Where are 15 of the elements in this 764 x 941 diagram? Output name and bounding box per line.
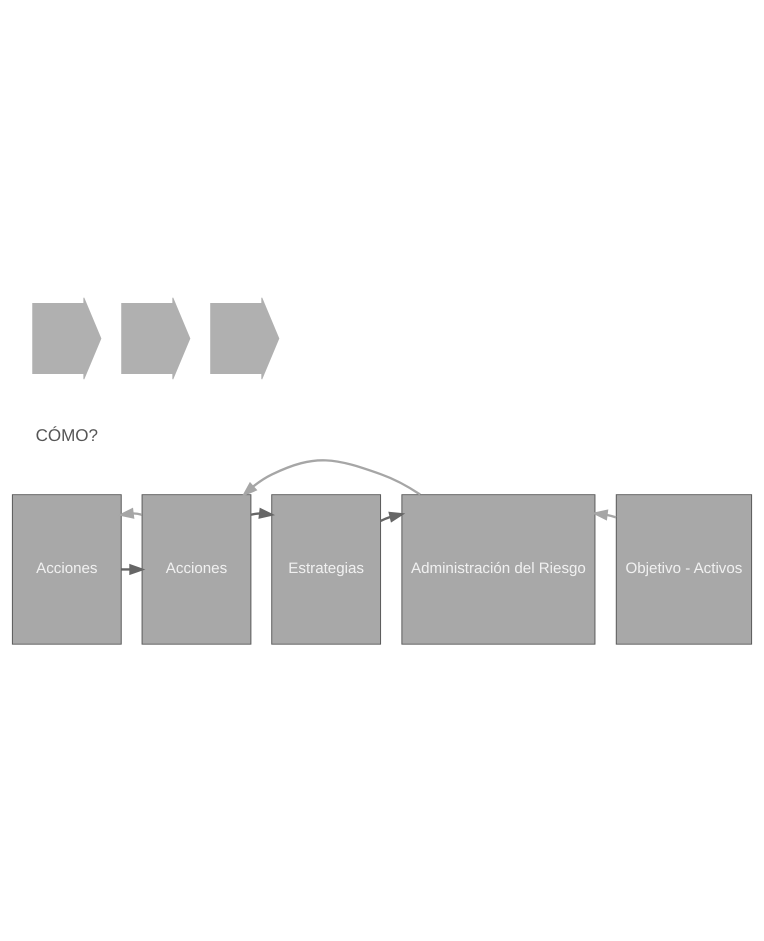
node-box: Objetivo - Activos (616, 494, 752, 644)
node-box: Acciones (12, 494, 122, 644)
arrow (380, 511, 406, 522)
node-arrow (210, 296, 280, 380)
node-arrow (121, 296, 190, 380)
arrow (118, 507, 142, 518)
arrow (250, 507, 276, 518)
arrow (121, 563, 146, 575)
node-box: Acciones (142, 494, 252, 644)
node-arrow (32, 296, 102, 380)
node-box: Estrategias (271, 494, 382, 644)
arrow (242, 458, 421, 496)
node-box: Administración del Riesgo (401, 494, 596, 644)
label: CÓMO? (36, 426, 98, 445)
arrow (592, 508, 616, 520)
